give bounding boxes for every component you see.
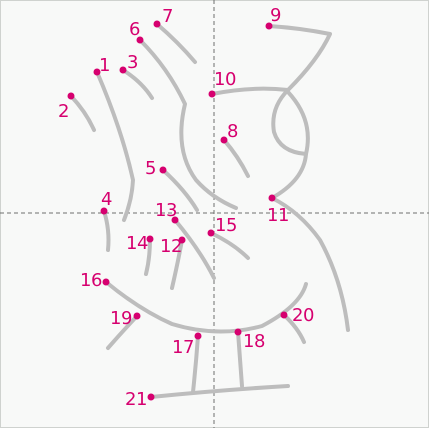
stroke-14-start-dot: [146, 235, 154, 243]
stroke-11: [270, 152, 350, 332]
stroke-18-number: 18: [243, 331, 265, 352]
stroke-16-start-dot: [102, 278, 110, 286]
stroke-9-number: 9: [270, 5, 281, 26]
stroke-16: [104, 280, 308, 334]
stroke-10: [210, 86, 290, 96]
stroke-13-number: 13: [155, 200, 177, 221]
stroke-8: [222, 138, 250, 178]
stroke-21: [149, 384, 290, 399]
stroke-10-number: 10: [214, 69, 236, 90]
stroke-11-number: 11: [267, 205, 289, 226]
stroke-17-start-dot: [194, 332, 202, 340]
stroke-17: [191, 334, 200, 394]
stroke-6: [138, 38, 238, 210]
stroke-20-number: 20: [292, 305, 314, 326]
stroke-12-start-dot: [178, 236, 186, 244]
stroke-labels: 1 2 3 4 5 6 7 8 9 10 11 12 13: [58, 5, 314, 410]
stroke-19-start-dot: [133, 312, 141, 320]
stroke-17-number: 17: [172, 337, 194, 358]
stroke-2-number: 2: [58, 101, 69, 122]
stroke-21-number: 21: [125, 389, 147, 410]
stroke-3: [121, 68, 154, 100]
stroke-11-start-dot: [268, 194, 276, 202]
stroke-21-start-dot: [147, 393, 155, 401]
stroke-15: [209, 231, 250, 260]
stroke-1: [95, 70, 135, 222]
stroke-10-start-dot: [208, 90, 216, 98]
stroke-1-start-dot: [93, 68, 101, 76]
stroke-14-number: 14: [126, 233, 148, 254]
stroke-2-start-dot: [67, 92, 75, 100]
stroke-8-number: 8: [227, 121, 238, 142]
stroke-13: [173, 218, 216, 280]
stroke-5: [161, 168, 199, 212]
stroke-5-number: 5: [145, 158, 156, 179]
stroke-18-start-dot: [234, 328, 242, 336]
stroke-4-number: 4: [101, 189, 112, 210]
stroke-7-number: 7: [162, 6, 173, 27]
stroke-7-start-dot: [153, 20, 161, 28]
stroke-1-number: 1: [99, 55, 110, 76]
stroke-19-number: 19: [110, 308, 132, 329]
stroke-12: [170, 238, 184, 290]
stroke-3-number: 3: [127, 52, 138, 73]
stroke-20-start-dot: [280, 311, 288, 319]
stroke-13-start-dot: [171, 216, 179, 224]
stroke-9: [267, 24, 332, 156]
stroke-6-start-dot: [136, 36, 144, 44]
stroke-8-start-dot: [220, 136, 228, 144]
stroke-7: [155, 22, 197, 64]
stroke-12-number: 12: [160, 236, 182, 257]
stroke-9-start-dot: [265, 22, 273, 30]
stroke-16-number: 16: [80, 270, 102, 291]
stroke-15-start-dot: [207, 229, 215, 237]
stroke-18: [236, 330, 244, 388]
stroke-19: [106, 314, 139, 350]
stroke-2: [69, 94, 96, 132]
stroke-15-number: 15: [215, 215, 237, 236]
stroke-6-number: 6: [129, 19, 140, 40]
stroke-4-start-dot: [100, 207, 108, 215]
stroke-5-start-dot: [159, 166, 167, 174]
stroke-3-start-dot: [119, 66, 127, 74]
